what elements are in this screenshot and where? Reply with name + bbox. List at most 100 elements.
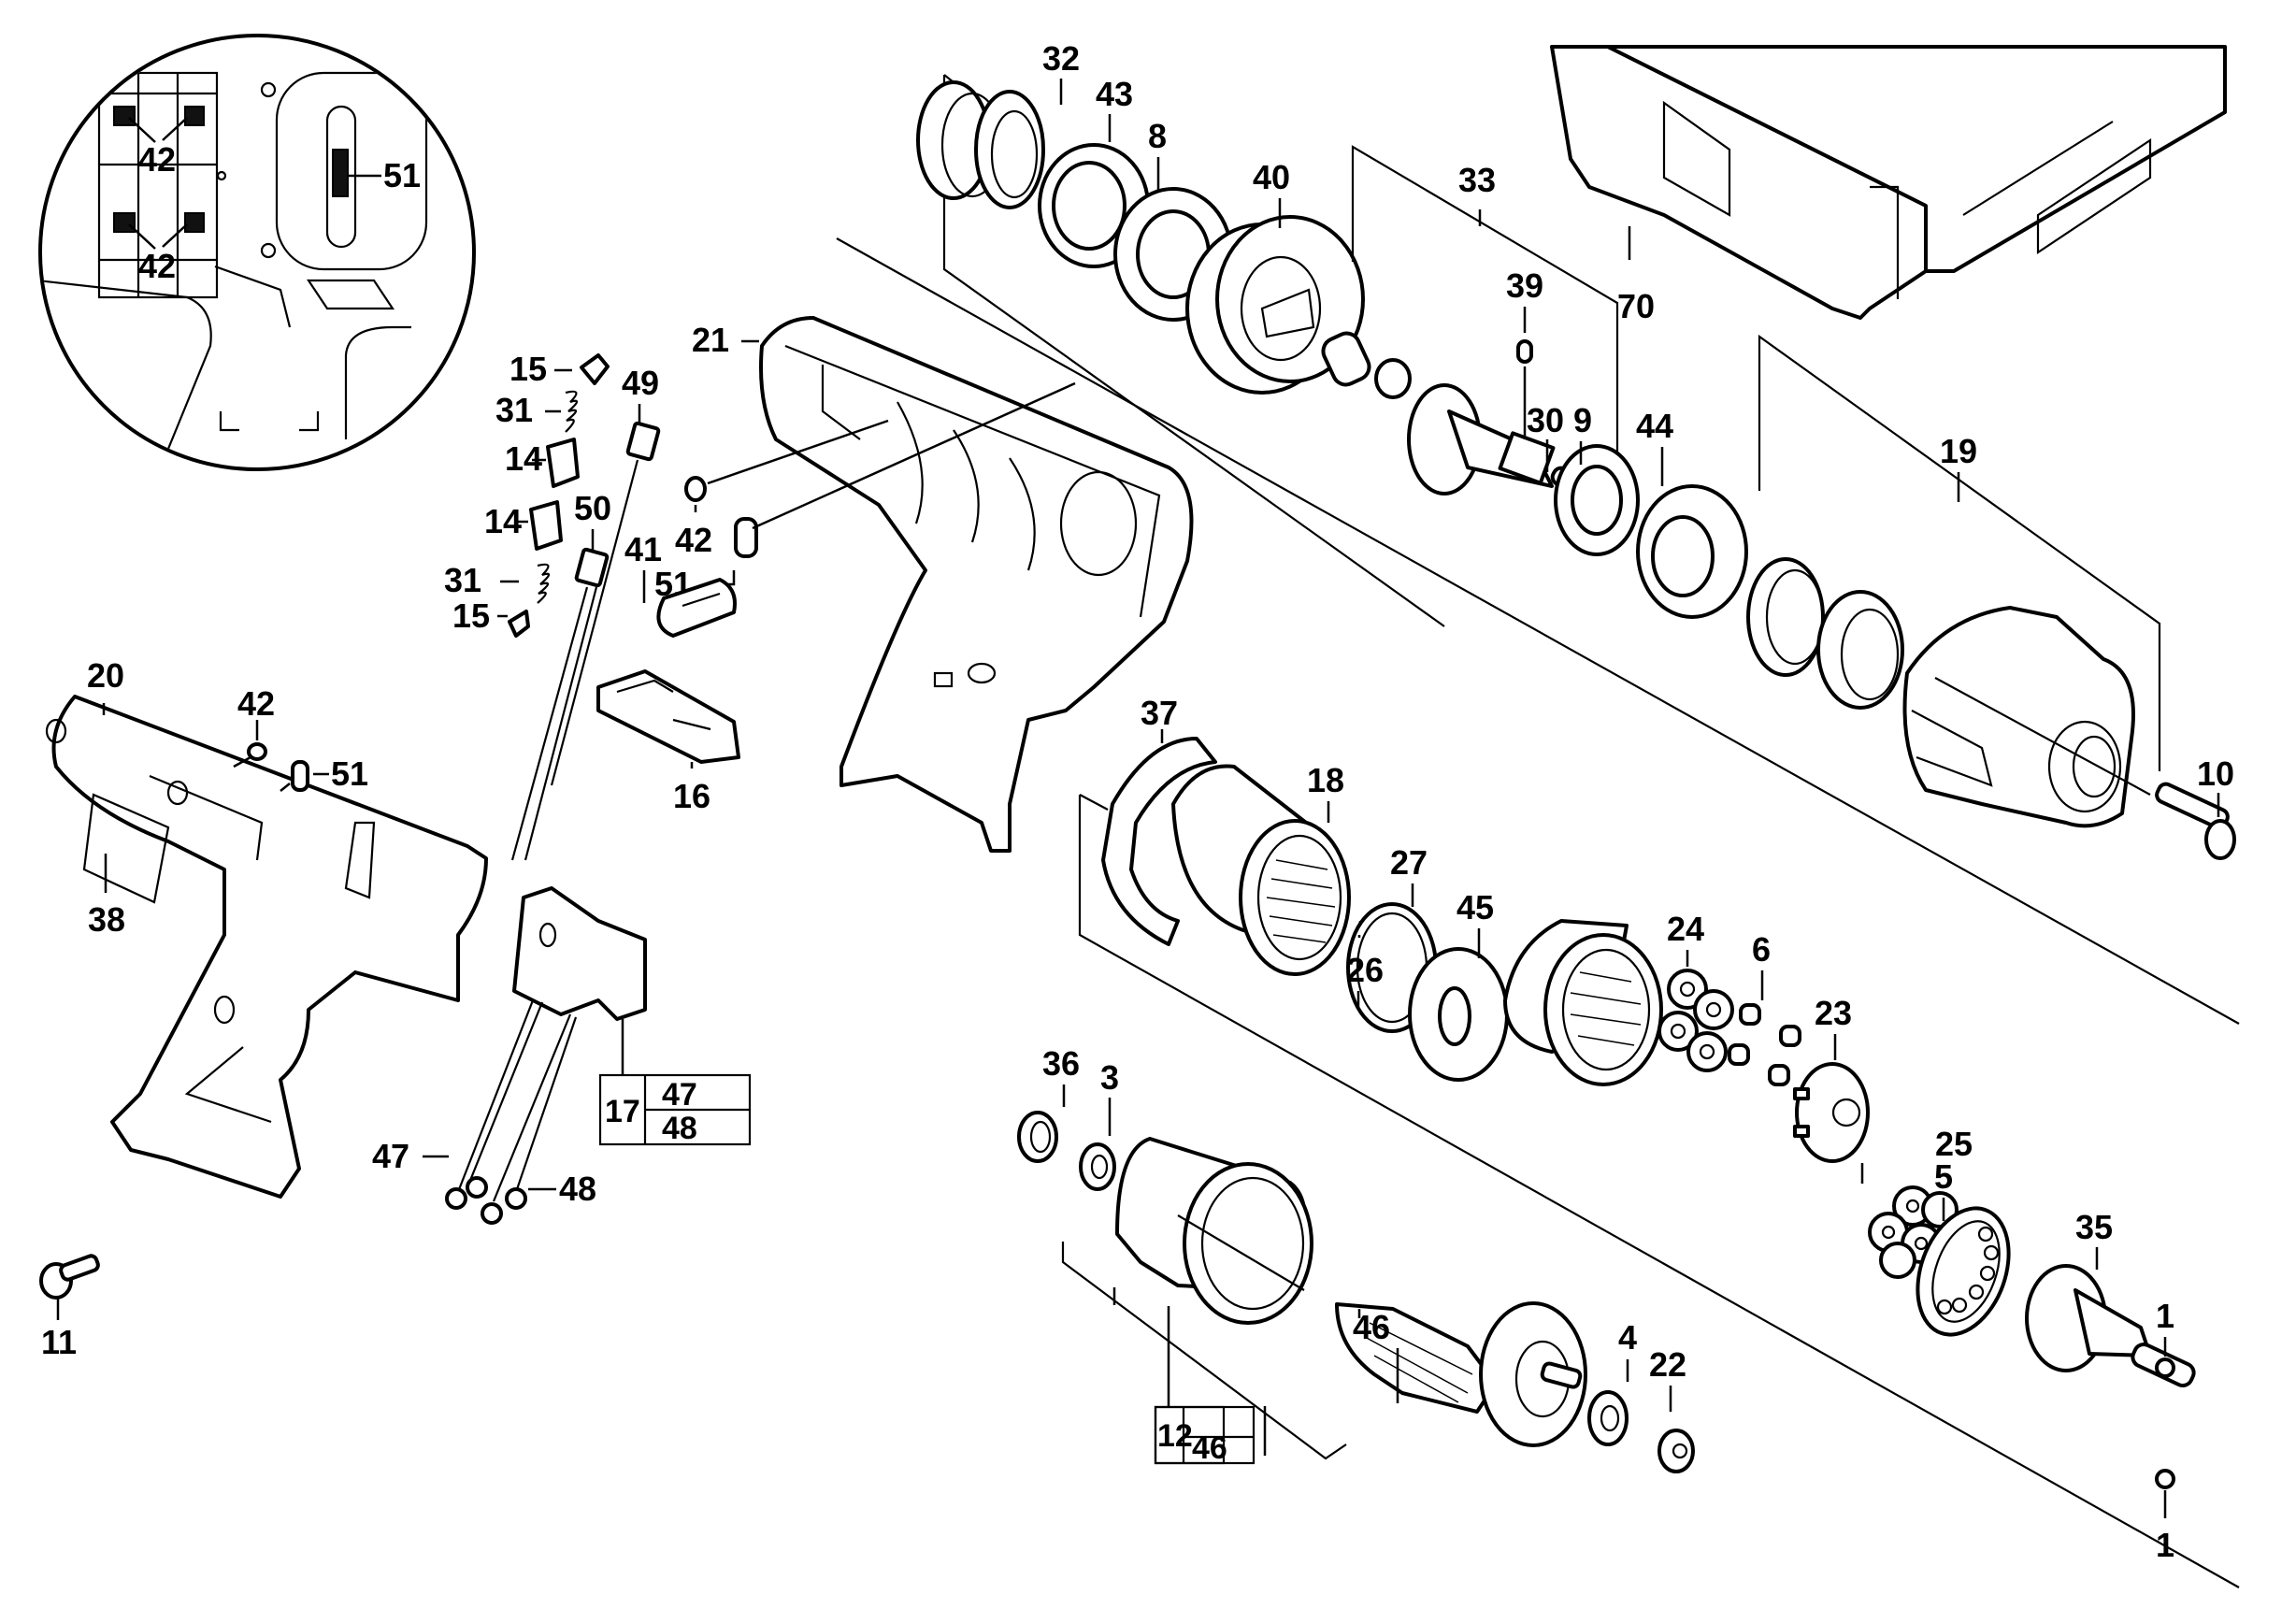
part-31-spring-top (565, 390, 579, 433)
label-9: 9 (1573, 401, 1592, 439)
label-22: 22 (1649, 1345, 1686, 1384)
part-44-washer (1636, 484, 1748, 619)
part-42-clip (247, 742, 267, 761)
part-47-terminal (445, 1187, 467, 1210)
part-32-spring (916, 80, 1045, 209)
part-42-pin (684, 476, 707, 502)
label-42-a: 42 (675, 521, 712, 559)
detail-inset: 42 42 51 (38, 34, 476, 471)
part-26-ring-gear (1503, 919, 1663, 1086)
part-1-ball-top (2155, 1357, 2175, 1378)
part-19-sleeves (1746, 557, 1904, 710)
label-6: 6 (1752, 930, 1771, 969)
part-5-ball-race (1916, 1206, 2011, 1337)
label-48: 48 (559, 1170, 596, 1208)
label-50: 50 (574, 489, 611, 527)
label-70: 70 (1617, 287, 1655, 325)
part-51-pin (734, 517, 758, 558)
label-37: 37 (1141, 694, 1178, 732)
part-48-terminal (481, 1202, 503, 1225)
kit-12-main: 12 (1157, 1418, 1193, 1454)
part-11-screw (39, 1254, 100, 1300)
label-1-a: 1 (2156, 1297, 2174, 1335)
label-14-a: 14 (505, 439, 542, 478)
label-23: 23 (1815, 994, 1852, 1032)
label-35: 35 (2075, 1208, 2113, 1246)
label-21: 21 (692, 321, 729, 359)
part-9-washer (1554, 444, 1640, 556)
part-45-washer (1408, 947, 1509, 1082)
part-4-bearing (1587, 1390, 1629, 1446)
part-40-hammer (1185, 215, 1365, 395)
label-1-b: 1 (2156, 1526, 2174, 1564)
label-19: 19 (1940, 432, 1977, 470)
part-36-seal (1017, 1111, 1058, 1163)
part-22-pinion (1657, 1429, 1695, 1473)
label-40: 40 (1253, 158, 1290, 196)
label-42-b: 42 (237, 684, 275, 723)
label-8: 8 (1148, 117, 1167, 155)
part-23-planet-carrier (1793, 1062, 1870, 1163)
label-31-b: 31 (444, 561, 481, 599)
label-15-a: 15 (509, 350, 547, 388)
label-5: 5 (1934, 1157, 1953, 1196)
label-15-b: 15 (452, 596, 490, 635)
kit-box-17: 17 47 48 (598, 1073, 752, 1146)
label-33: 33 (1458, 161, 1496, 199)
label-11: 11 (41, 1323, 77, 1361)
part-51-pin-b (291, 760, 309, 792)
kit-17-sub-top: 47 (662, 1077, 697, 1113)
part-19-front-housing (1902, 606, 2135, 828)
kit-12-sub-bottom: 46 (1192, 1430, 1227, 1466)
carry-case (1550, 45, 2227, 320)
part-49-lead (550, 421, 661, 786)
part-41-actuator (656, 578, 737, 638)
kit-17-main: 17 (605, 1094, 640, 1129)
label-32: 32 (1042, 39, 1080, 78)
part-15-clip-bottom (508, 610, 530, 638)
label-27: 27 (1390, 843, 1428, 882)
part-10-screw (2155, 782, 2236, 860)
part-20-housing-half (45, 695, 488, 1199)
label-49: 49 (622, 364, 659, 402)
inset-label-42-top: 42 (138, 140, 176, 179)
part-37-seal (1101, 737, 1217, 946)
part-motor-stator (1115, 1137, 1313, 1325)
part-46-armature (1335, 1301, 1587, 1447)
label-4: 4 (1618, 1318, 1637, 1357)
label-26: 26 (1346, 951, 1384, 989)
label-14-b: 14 (484, 502, 522, 540)
label-43: 43 (1096, 75, 1133, 113)
label-41: 41 (624, 530, 662, 568)
label-44: 44 (1636, 407, 1673, 445)
label-20: 20 (87, 656, 124, 695)
part-17-switch (512, 886, 647, 1021)
part-14-brush-top (546, 438, 580, 488)
part-21-housing-half (759, 316, 1194, 853)
part-15-clip-top (580, 353, 610, 385)
part-24-planet-gears (1657, 969, 1734, 1072)
inset-slot-icon (113, 106, 136, 126)
kit-17-sub-bottom: 48 (662, 1111, 697, 1146)
inset-label-42-bottom: 42 (138, 247, 176, 285)
label-38: 38 (88, 900, 125, 939)
label-16: 16 (673, 777, 710, 815)
label-45: 45 (1457, 888, 1494, 926)
inset-label-51: 51 (383, 156, 421, 194)
label-10: 10 (2197, 754, 2234, 793)
label-18: 18 (1307, 761, 1344, 799)
label-25: 25 (1935, 1125, 1973, 1163)
part-39-pin (1516, 339, 1533, 364)
part-anvil-bushing (1321, 331, 1412, 399)
label-47: 47 (372, 1137, 409, 1175)
part-anvil (1407, 383, 1556, 496)
label-24: 24 (1667, 910, 1704, 948)
label-36: 36 (1042, 1044, 1080, 1083)
label-3: 3 (1100, 1058, 1119, 1097)
label-46: 46 (1353, 1308, 1390, 1346)
part-6-needle-rollers (1728, 1003, 1801, 1086)
part-31-spring-bottom (537, 563, 551, 604)
part-16-terminal-block (596, 669, 740, 764)
part-3-bearing (1079, 1142, 1116, 1191)
